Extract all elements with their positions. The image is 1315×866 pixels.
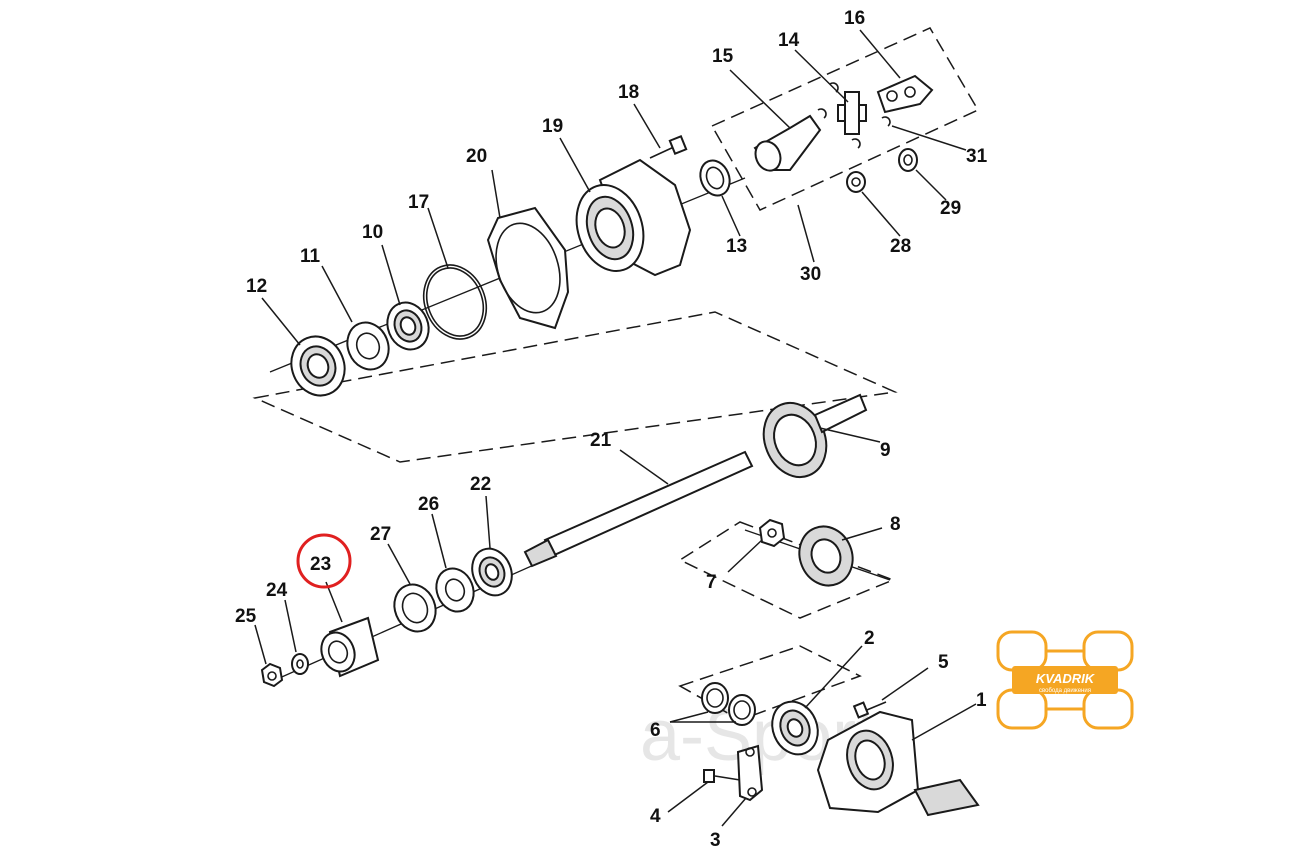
part-19-bearing-housing [575,158,692,277]
label-part-14: 14 [778,30,800,51]
label-part-24: 24 [266,580,288,601]
label-part-27: 27 [370,524,391,545]
part-12-bearing [290,335,346,397]
label-part-3: 3 [710,830,721,851]
label-part-12: 12 [246,276,267,297]
label-part-30: 30 [800,264,821,285]
label-part-18: 18 [618,82,639,103]
part-23-coupling [320,616,380,678]
part-16-flange-yoke [876,74,934,114]
part-28-washer [846,171,866,193]
part-20-gasket [486,206,570,330]
label-part-28: 28 [890,236,911,257]
logo-brand: KVADRIK [1036,671,1096,686]
label-part-13: 13 [726,236,747,257]
part-11-collar [346,321,390,371]
group-outline-bearings [252,311,898,463]
part-27-oil-seal [393,583,437,633]
part-15-yoke [753,114,822,172]
part-26-collar [435,567,475,613]
label-part-29: 29 [940,198,961,219]
part-25-nut [260,662,284,688]
label-part-5: 5 [938,652,949,673]
label-part-15: 15 [712,46,734,67]
part-7-nut [758,518,786,548]
part-24-washer [291,653,309,675]
group-outline-universal-joint [710,27,980,211]
label-part-11: 11 [300,246,321,267]
label-part-16: 16 [844,8,865,29]
part-29-washer [898,148,918,172]
label-part-1: 1 [976,690,987,711]
label-part-21: 21 [590,430,612,451]
label-part-10: 10 [362,222,383,243]
label-part-19: 19 [542,116,563,137]
part-21-drive-shaft [523,450,754,568]
kvadrik-logo: KVADRIK свобода движения [996,630,1134,730]
part-9-ring-gear [762,393,868,478]
part-22-bearing [471,547,513,597]
label-part-9: 9 [880,440,891,461]
part-17-o-ring [422,264,488,340]
part-1-gear-case [816,710,980,817]
leader-lines [254,29,977,827]
part-3-plate [736,744,764,802]
part-18-bolt [649,134,688,159]
label-part-26: 26 [418,494,439,515]
label-part-6: 6 [650,720,661,741]
label-part-22: 22 [470,474,491,495]
part-6-shims [701,682,756,726]
label-part-8: 8 [890,514,901,535]
label-part-23: 23 [310,554,331,575]
label-part-25: 25 [235,606,257,627]
logo-tagline: свобода движения [1039,688,1091,694]
part-4-bolt [703,769,741,783]
part-2-bearing [771,700,819,756]
label-part-17: 17 [408,192,429,213]
part-14-universal-joint-spider [837,91,867,135]
label-part-4: 4 [650,806,661,827]
label-part-7: 7 [706,572,717,593]
highlight-circle-part-23 [296,533,352,589]
part-13-oil-seal [699,159,731,197]
part-5-bolt [852,701,887,719]
part-8-pinion-gear [798,525,854,587]
label-part-20: 20 [466,146,487,167]
label-part-2: 2 [864,628,875,649]
label-part-31: 31 [966,146,988,167]
